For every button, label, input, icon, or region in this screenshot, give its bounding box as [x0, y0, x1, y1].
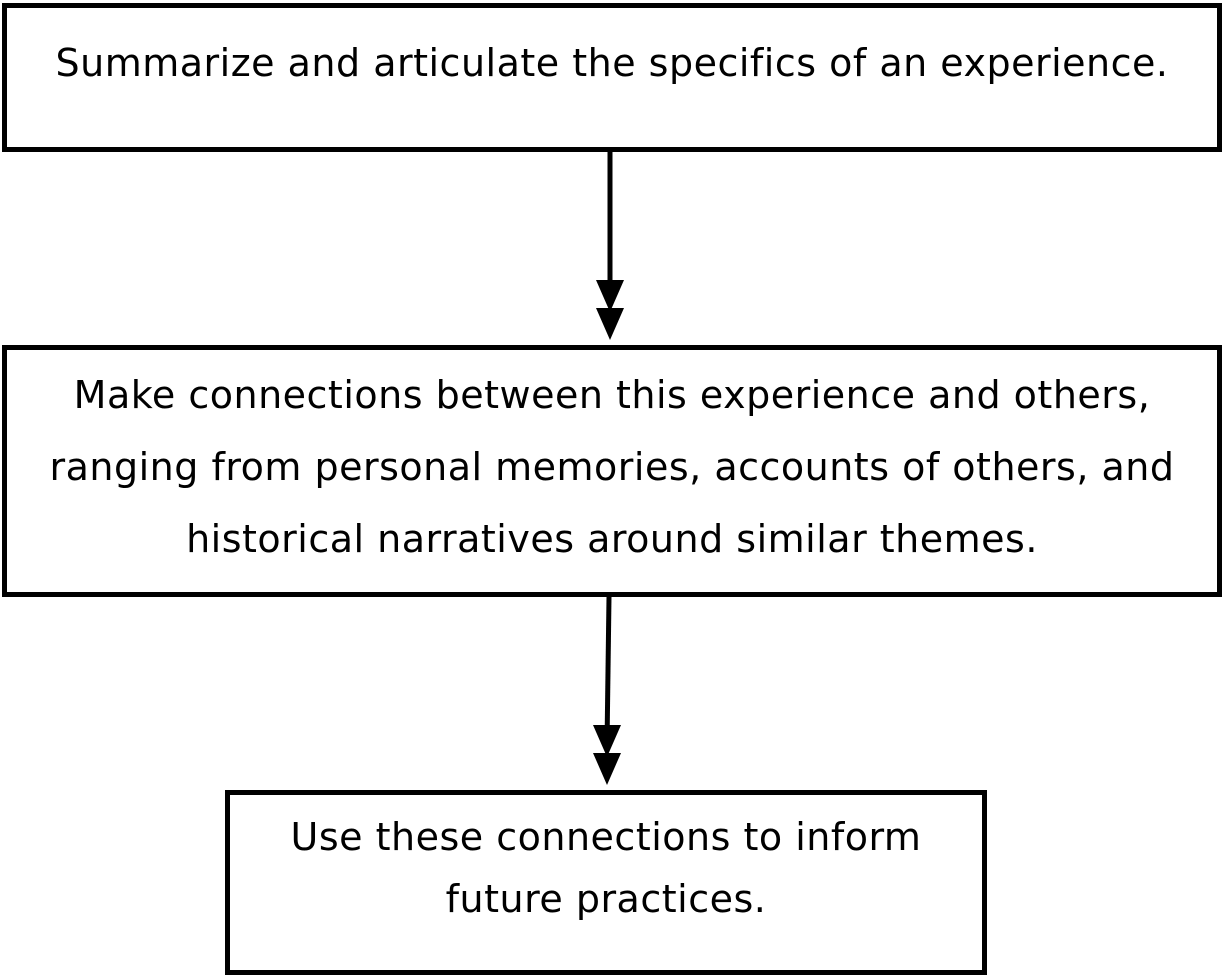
flowchart-step-2: Make connections between this experience… [2, 345, 1222, 597]
step-2-line-2: ranging from personal memories, accounts… [49, 445, 1175, 489]
flowchart-step-3: Use these connections to inform future p… [225, 790, 987, 975]
step-2-text: Make connections between this experience… [50, 359, 1175, 575]
step-2-line-1: Make connections between this experience… [73, 373, 1151, 417]
step-3-line-1: Use these connections to inform [290, 814, 922, 859]
step-3-line-2: future practices. [445, 876, 767, 921]
arrow-step2-to-step3 [593, 596, 621, 785]
flowchart-step-1: Summarize and articulate the specifics o… [2, 3, 1222, 152]
step-1-text: Summarize and articulate the specifics o… [56, 40, 1169, 86]
step-2-line-3: historical narratives around similar the… [186, 517, 1038, 561]
step-3-text: Use these connections to inform future p… [291, 806, 922, 930]
step-1-line-1: Summarize and articulate the specifics o… [55, 40, 1169, 85]
arrow-step1-to-step2 [596, 152, 624, 340]
